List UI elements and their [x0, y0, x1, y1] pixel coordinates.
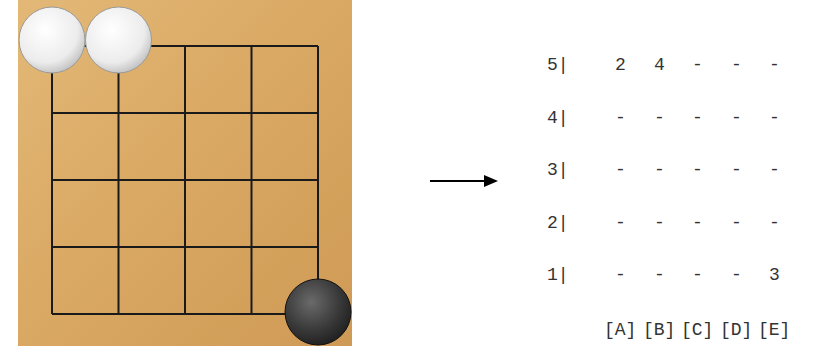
board-cell: - — [654, 109, 665, 127]
board-cell: - — [769, 56, 780, 74]
board-cell: - — [654, 214, 665, 232]
board-cell: - — [692, 56, 703, 74]
conversion-arrow — [430, 175, 498, 187]
black-stone — [285, 279, 351, 345]
column-label: [E] — [758, 321, 790, 339]
board-cell: - — [654, 161, 665, 179]
board-cell: 2 — [615, 56, 626, 74]
wood-board — [18, 0, 352, 346]
board-cell: - — [615, 109, 626, 127]
board-cell: - — [769, 161, 780, 179]
board-cell: - — [731, 214, 742, 232]
board-cell: - — [731, 56, 742, 74]
board-cell: - — [731, 266, 742, 284]
row-label: 4| — [547, 109, 569, 127]
row-label: 1| — [547, 266, 569, 284]
white-stone — [19, 7, 85, 73]
column-label: [B] — [643, 321, 675, 339]
board-cell: - — [769, 109, 780, 127]
board-cell: - — [731, 161, 742, 179]
column-label: [A] — [604, 321, 636, 339]
board-cell: - — [615, 266, 626, 284]
board-cell: - — [692, 214, 703, 232]
board-cell: 3 — [769, 266, 780, 284]
board-cell: - — [615, 214, 626, 232]
board-grid — [52, 46, 318, 314]
row-label: 5| — [547, 56, 569, 74]
board-cell: - — [615, 161, 626, 179]
board-cell: - — [654, 266, 665, 284]
board-cell: - — [769, 214, 780, 232]
board-cell: - — [692, 161, 703, 179]
board-cell: - — [692, 109, 703, 127]
row-label: 2| — [547, 214, 569, 232]
column-label: [C] — [681, 321, 713, 339]
white-stone — [86, 7, 152, 73]
board-cell: - — [692, 266, 703, 284]
row-label: 3| — [547, 161, 569, 179]
board-cell: - — [731, 109, 742, 127]
board-cell: 4 — [654, 56, 665, 74]
column-label: [D] — [720, 321, 752, 339]
